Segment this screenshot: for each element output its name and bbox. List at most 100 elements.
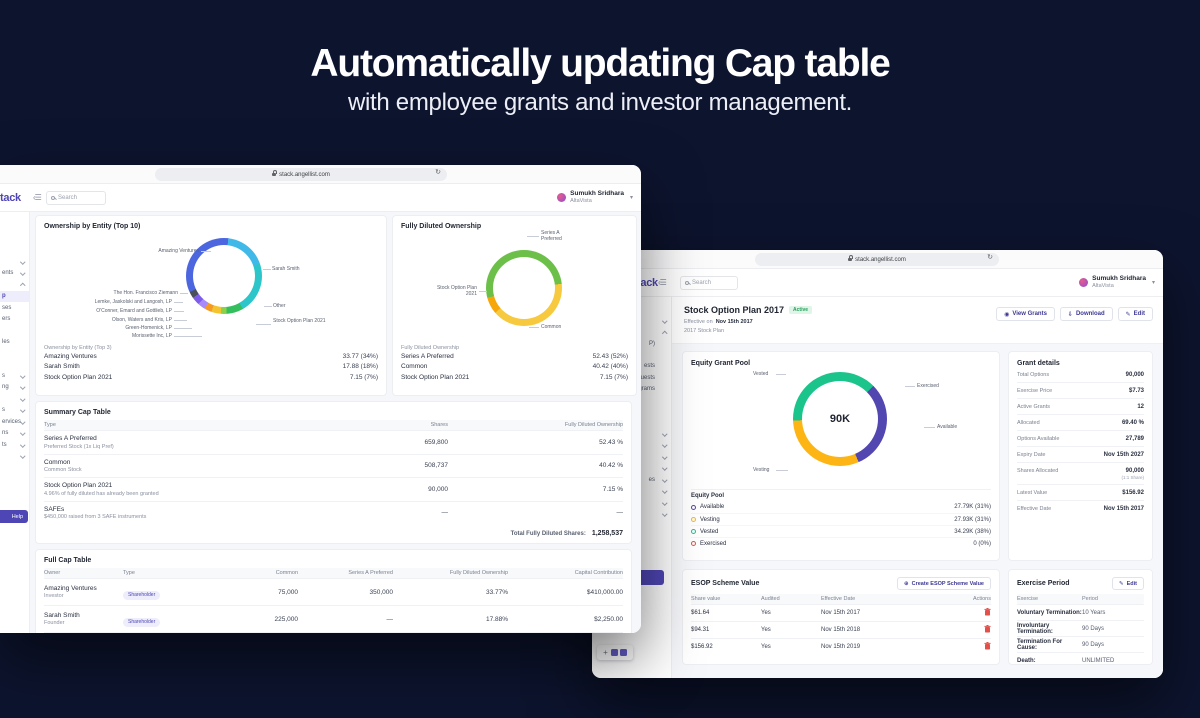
- sidebar-item[interactable]: ses: [2, 304, 12, 311]
- sidebar-item[interactable]: P): [649, 340, 655, 347]
- sidebar-item[interactable]: ng: [0, 382, 29, 394]
- table-header: Share value Audited Effective Date Actio…: [691, 594, 991, 604]
- user-menu[interactable]: Sumukh Sridhara AltaVista ▾: [557, 190, 633, 204]
- sidebar-item[interactable]: ests: [643, 363, 655, 370]
- sidebar-item[interactable]: ers: [2, 316, 11, 323]
- table-row: Termination For Cause:90 Days: [1017, 636, 1144, 652]
- sidebar-item[interactable]: ts: [0, 439, 29, 451]
- sidebar-item[interactable]: [0, 279, 29, 291]
- stock-option-plan-window: stack.angellist.com ↻ Stack ‹☰ Search Su…: [592, 250, 1163, 678]
- ring-icon: [691, 529, 696, 534]
- reload-icon[interactable]: ↻: [987, 254, 993, 261]
- plus-icon[interactable]: +: [603, 648, 608, 657]
- url-bar[interactable]: stack.angellist.com ↻: [755, 253, 999, 266]
- plan-main: Stock Option Plan 2017 Active Effective …: [672, 297, 1163, 678]
- trash-icon[interactable]: [984, 642, 991, 650]
- sidebar-item-active[interactable]: p: [0, 290, 29, 302]
- table-header: Exercise Period: [1017, 594, 1144, 604]
- download-icon: ⇩: [1067, 311, 1073, 318]
- sidebar-item[interactable]: [0, 348, 29, 360]
- plus-circle-icon: ⊕: [904, 580, 909, 587]
- edit-button[interactable]: ✎Edit: [1117, 307, 1153, 321]
- lock-icon: [272, 170, 278, 177]
- sidebar-item[interactable]: quests: [637, 374, 655, 381]
- url-bar[interactable]: stack.angellist.com ↻: [155, 168, 447, 181]
- chevron-down-icon: [661, 453, 667, 459]
- url-text: stack.angellist.com: [279, 171, 330, 178]
- sidebar-item[interactable]: les: [2, 338, 10, 345]
- search-icon: [51, 195, 55, 200]
- create-esop-scheme-value-button[interactable]: ⊕Create ESOP Scheme Value: [897, 577, 991, 590]
- sidebar-item[interactable]: [0, 393, 29, 405]
- donut-ring[interactable]: [186, 238, 262, 314]
- pager-controls[interactable]: +: [597, 645, 633, 660]
- reload-icon[interactable]: ↻: [435, 169, 441, 176]
- table-row[interactable]: Morissette Inc, LP: [44, 632, 623, 633]
- sidebar-item[interactable]: [0, 256, 29, 268]
- sidebar-item[interactable]: s: [0, 370, 29, 382]
- donut-ring[interactable]: [486, 250, 562, 326]
- user-org: AltaVista: [1092, 283, 1114, 290]
- left-sidebar: ents p ses ers les s ng s ervices ns ts …: [0, 212, 30, 633]
- ring-icon: [691, 517, 696, 522]
- donut-ring[interactable]: 90K: [793, 372, 887, 466]
- fully-diluted-card: Fully Diluted Ownership Series A Preferr…: [392, 215, 637, 396]
- ownership-donut-chart: Amazing Ventures Sarah Smith The Hon. Fr…: [44, 230, 378, 340]
- table-row[interactable]: SAFEs$450,000 raised from 3 SAFE instrum…: [44, 500, 623, 525]
- chevron-down-icon: [661, 430, 667, 436]
- search-icon: [685, 280, 689, 285]
- sidebar-item[interactable]: grams: [638, 386, 655, 393]
- chevron-down-icon: [661, 499, 667, 505]
- chevron-down-icon: [19, 418, 25, 424]
- download-button[interactable]: ⇩Download: [1059, 307, 1113, 321]
- trash-icon[interactable]: [984, 608, 991, 616]
- sidebar-item[interactable]: es: [592, 474, 671, 486]
- table-row[interactable]: $94.31 Yes Nov 15th 2018: [691, 621, 991, 638]
- table-header: Owner Type Common Series A Preferred Ful…: [44, 568, 623, 578]
- table-row[interactable]: $61.64 Yes Nov 15th 2017: [691, 604, 991, 621]
- help-button[interactable]: Help: [0, 510, 28, 523]
- url-text: stack.angellist.com: [855, 256, 906, 263]
- table-row[interactable]: $156.92 Yes Nov 15th 2019: [691, 638, 991, 655]
- shareholder-badge: Shareholder: [123, 590, 161, 600]
- stack-logo[interactable]: Stack: [0, 191, 21, 204]
- search-input[interactable]: Search: [46, 190, 106, 205]
- plan-content: Equity Grant Pool 90K Vested Exercised A…: [672, 344, 1163, 678]
- sidebar-item[interactable]: ervices: [0, 416, 29, 428]
- card-title: Summary Cap Table: [44, 409, 111, 416]
- sidebar-item[interactable]: ents: [0, 268, 29, 280]
- sidebar-collapse-icon[interactable]: ‹☰: [658, 278, 667, 287]
- sidebar-collapse-icon[interactable]: ‹☰: [33, 193, 42, 202]
- list-title: Ownership by Entity (Top 3): [44, 345, 112, 351]
- pager-square-icon[interactable]: [619, 649, 627, 656]
- user-menu[interactable]: Sumukh Sridhara AltaVista ▾: [1079, 275, 1155, 289]
- sidebar-item[interactable]: ns: [0, 428, 29, 440]
- pager-square-icon[interactable]: [610, 649, 618, 656]
- pencil-icon: ✎: [1119, 580, 1124, 587]
- table-row: Death:UNLIMITED: [1017, 652, 1144, 668]
- trash-icon[interactable]: [984, 625, 991, 633]
- sidebar-item[interactable]: s: [0, 405, 29, 417]
- total-row: Total Fully Diluted Shares: 1,258,537: [510, 530, 623, 537]
- chevron-down-icon: [661, 488, 667, 494]
- edit-exercise-period-button[interactable]: ✎Edit: [1112, 577, 1144, 590]
- search-input[interactable]: Search: [680, 275, 738, 290]
- legend-title: Equity Pool: [691, 493, 724, 499]
- sidebar-item[interactable]: [0, 451, 29, 463]
- view-grants-button[interactable]: ◉View Grants: [996, 307, 1055, 321]
- chevron-down-icon: [19, 441, 25, 447]
